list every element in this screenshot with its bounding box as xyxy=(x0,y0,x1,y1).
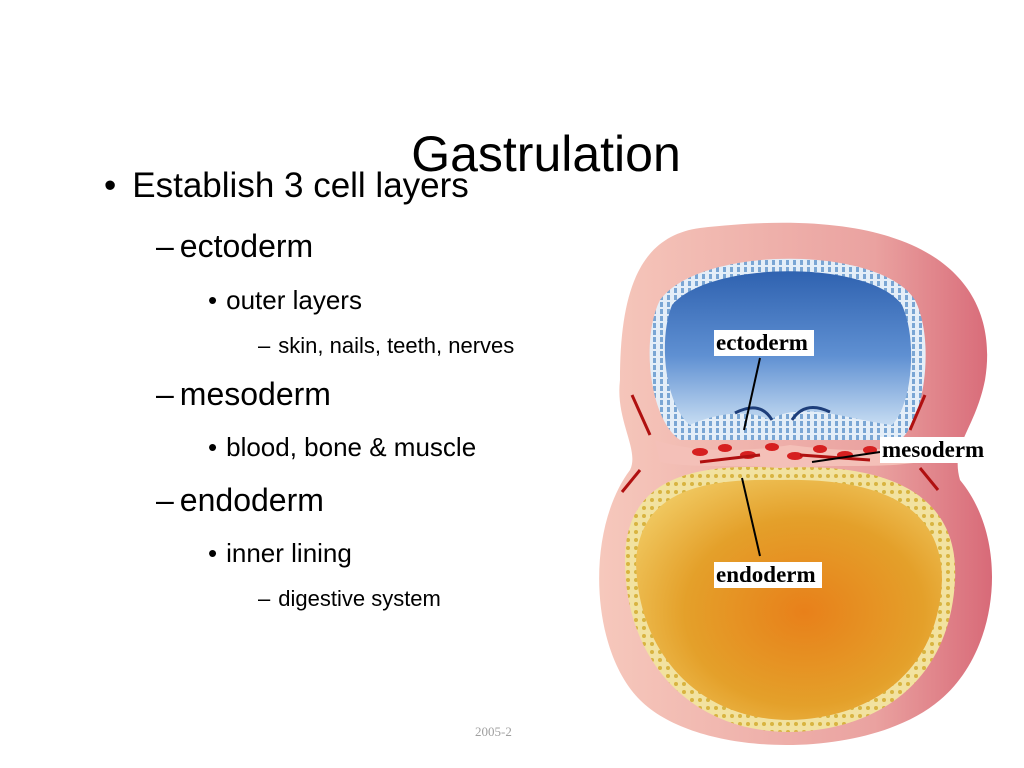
label-ectoderm: ectoderm xyxy=(714,330,814,356)
dash-marker: – xyxy=(156,376,174,412)
label-endoderm: endoderm xyxy=(714,562,822,588)
bullet-endoderm-sub: • inner lining xyxy=(208,538,352,569)
dash-marker: – xyxy=(156,228,174,264)
bullet-ectoderm-detail: –skin, nails, teeth, nerves xyxy=(258,333,514,359)
dash-marker: – xyxy=(258,586,271,611)
bullet-text: mesoderm xyxy=(179,376,331,412)
bullet-mesoderm-sub: • blood, bone & muscle xyxy=(208,432,476,463)
bullet-text: ectoderm xyxy=(179,228,314,264)
bullet-text: Establish 3 cell layers xyxy=(132,166,469,205)
label-mesoderm: mesoderm xyxy=(880,437,987,463)
bullet-ectoderm: –ectoderm xyxy=(156,228,313,265)
slide-footer: 2005-2 xyxy=(475,724,512,739)
bullet-text: inner lining xyxy=(226,538,352,568)
bullet-text: digestive system xyxy=(278,586,441,611)
endoderm-layer xyxy=(625,466,956,732)
dash-marker: – xyxy=(156,482,174,518)
bullet-main: • Establish 3 cell layers xyxy=(104,166,469,206)
bullet-marker: • xyxy=(104,166,117,205)
dash-marker: – xyxy=(258,333,271,358)
bullet-ectoderm-sub: • outer layers xyxy=(208,285,362,316)
migration-arrows xyxy=(620,394,940,493)
bullet-text: skin, nails, teeth, nerves xyxy=(278,333,515,358)
bullet-mesoderm: –mesoderm xyxy=(156,376,331,413)
bullet-marker: • xyxy=(208,538,218,568)
slide-title: Gastrulation xyxy=(411,125,681,182)
bullet-marker: • xyxy=(208,432,218,462)
bullet-text: blood, bone & muscle xyxy=(226,432,477,462)
bullet-endoderm-detail: –digestive system xyxy=(258,586,441,612)
bullet-text: endoderm xyxy=(179,482,324,518)
bullet-marker: • xyxy=(208,285,218,315)
bullet-text: outer layers xyxy=(226,285,362,315)
bullet-endoderm: –endoderm xyxy=(156,482,324,519)
label-pointers xyxy=(741,357,881,557)
